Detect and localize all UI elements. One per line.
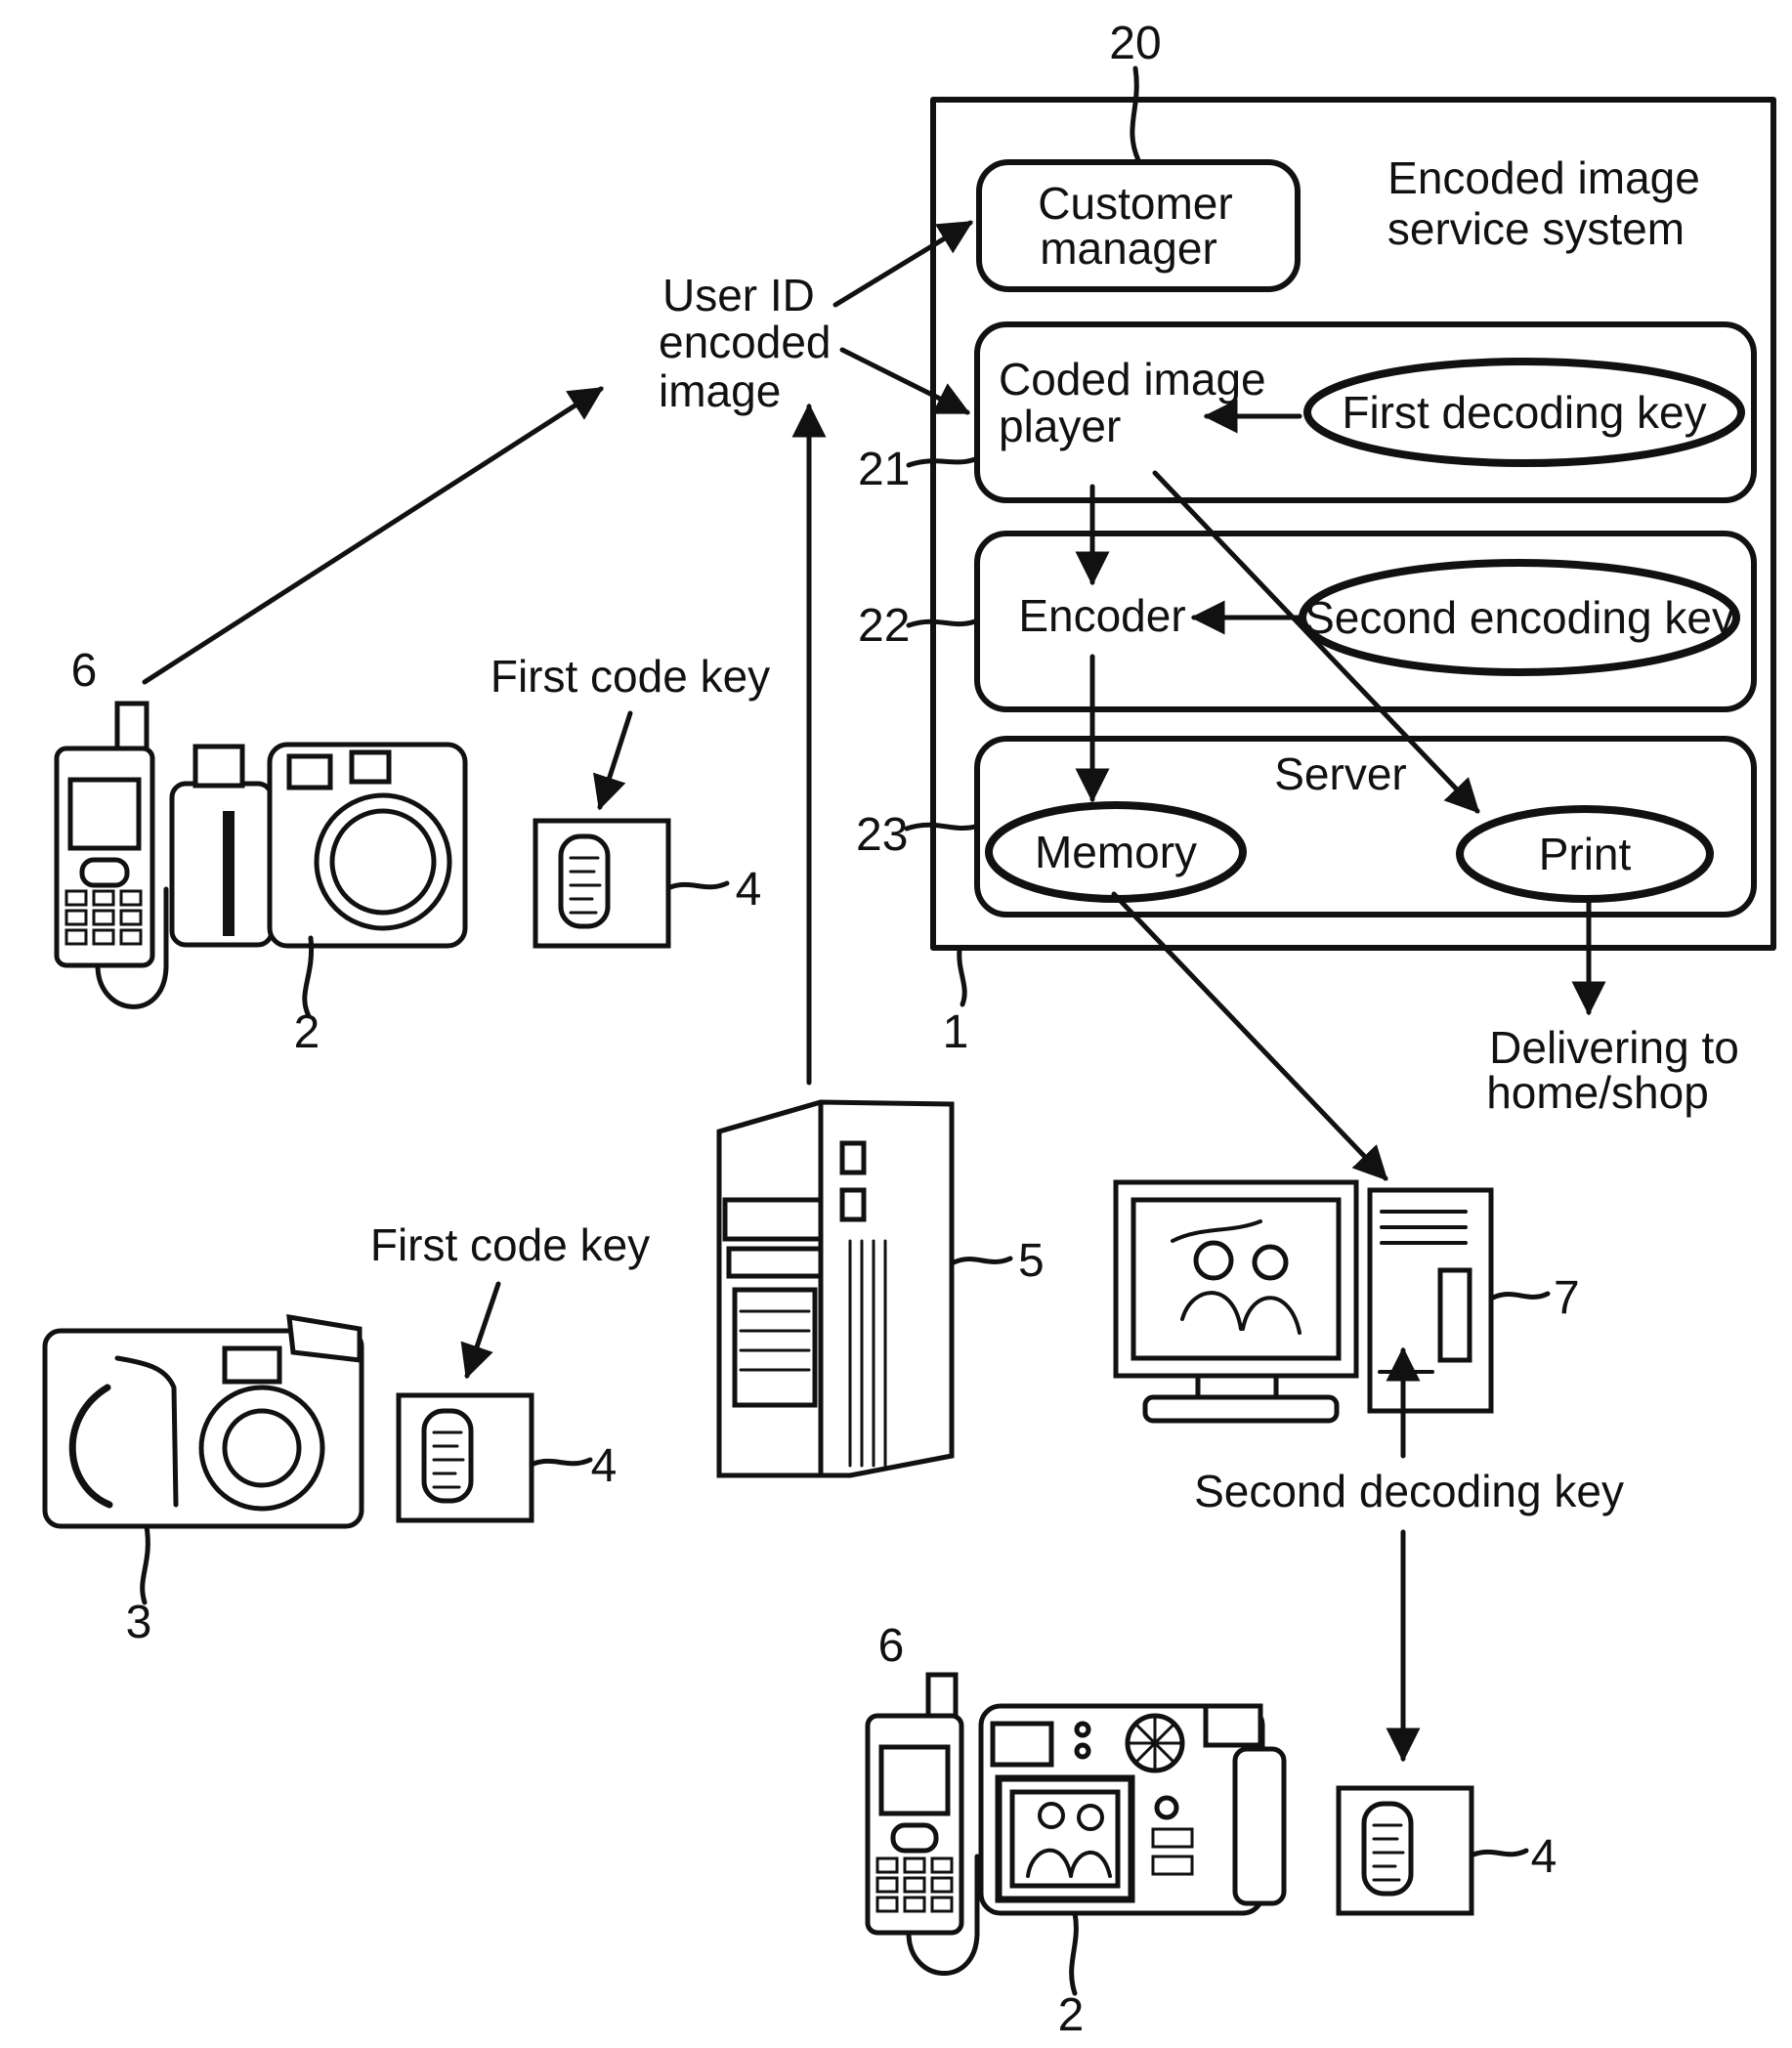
server-box: Server Memory Print 23 xyxy=(856,739,1754,915)
ref-2-bottom: 2 xyxy=(1058,1989,1085,2041)
player-box: Coded image player First decoding key 21 xyxy=(858,324,1754,500)
ref-2-top: 2 xyxy=(294,1006,320,1058)
second-decoding-key-label: Second decoding key xyxy=(1194,1466,1624,1516)
ref-22-leader xyxy=(909,621,975,625)
player-line1: Coded image xyxy=(999,354,1266,405)
ref-4-left: 4 xyxy=(591,1440,618,1492)
customer-manager-box: Customer manager 20 xyxy=(979,18,1298,289)
memory-label: Memory xyxy=(1035,827,1197,877)
first-code-key-top-arrow xyxy=(600,713,630,807)
phone-top: 6 xyxy=(57,645,166,1006)
ref-21: 21 xyxy=(858,444,910,495)
second-encoding-key-label: Second encoding key xyxy=(1304,592,1734,643)
phone-bottom: 6 xyxy=(868,1620,977,1974)
ref-7: 7 xyxy=(1554,1272,1580,1324)
print-label: Print xyxy=(1539,829,1632,879)
server-label: Server xyxy=(1274,748,1406,799)
phone-upload-arrow xyxy=(145,389,601,682)
ref-1: 1 xyxy=(943,1006,969,1058)
film-camera: 3 xyxy=(45,1317,362,1648)
ref-1-leader xyxy=(960,950,964,1004)
encoder-box: Encoder Second encoding key 22 xyxy=(858,533,1754,709)
first-code-key-left-arrow xyxy=(467,1284,498,1376)
memory-to-pc-arrow xyxy=(1114,894,1386,1178)
ref-20-leader xyxy=(1132,68,1138,160)
user-id-line1: User ID xyxy=(662,270,815,320)
encoder-label: Encoder xyxy=(1018,590,1185,641)
ref-4-top: 4 xyxy=(736,864,762,916)
ref-22: 22 xyxy=(858,600,910,652)
ref-6-top: 6 xyxy=(71,645,98,697)
ref-21-leader xyxy=(909,459,975,465)
first-code-key-left: First code key xyxy=(370,1219,650,1270)
customer-manager-line1: Customer xyxy=(1038,178,1232,229)
first-code-key-top: First code key xyxy=(491,651,770,702)
user-id-line3: image xyxy=(659,365,781,416)
to-player-arrow xyxy=(842,350,967,412)
server-pc: 5 xyxy=(719,1102,1045,1475)
digital-camera-top: 2 xyxy=(172,745,465,1058)
digital-camera-bottom: 2 xyxy=(981,1706,1284,2041)
ref-20: 20 xyxy=(1109,18,1161,69)
ref-3: 3 xyxy=(126,1597,152,1648)
customer-manager-line2: manager xyxy=(1040,223,1217,274)
ref-23-leader xyxy=(907,825,975,829)
first-decoding-key-label: First decoding key xyxy=(1342,387,1706,438)
ref-5: 5 xyxy=(1018,1235,1045,1287)
card-left: First code key 4 xyxy=(370,1219,650,1520)
ref-23: 23 xyxy=(856,809,908,861)
card-top: First code key 4 xyxy=(491,651,770,946)
delivery-line2: home/shop xyxy=(1486,1067,1709,1118)
card-bottom: 4 xyxy=(1339,1788,1557,1913)
desktop-pc: 7 xyxy=(1116,1182,1580,1421)
system-title-line1: Encoded image xyxy=(1387,152,1700,203)
system-title-line2: service system xyxy=(1387,203,1685,254)
to-customer-manager-arrow xyxy=(835,223,970,305)
user-id-line2: encoded xyxy=(659,317,832,367)
player-line2: player xyxy=(999,401,1121,451)
user-id-label: User ID encoded image xyxy=(659,270,832,416)
ref-4-bottom: 4 xyxy=(1531,1831,1557,1883)
delivery-line1: Delivering to xyxy=(1489,1022,1739,1073)
ref-6-bottom: 6 xyxy=(878,1620,905,1672)
